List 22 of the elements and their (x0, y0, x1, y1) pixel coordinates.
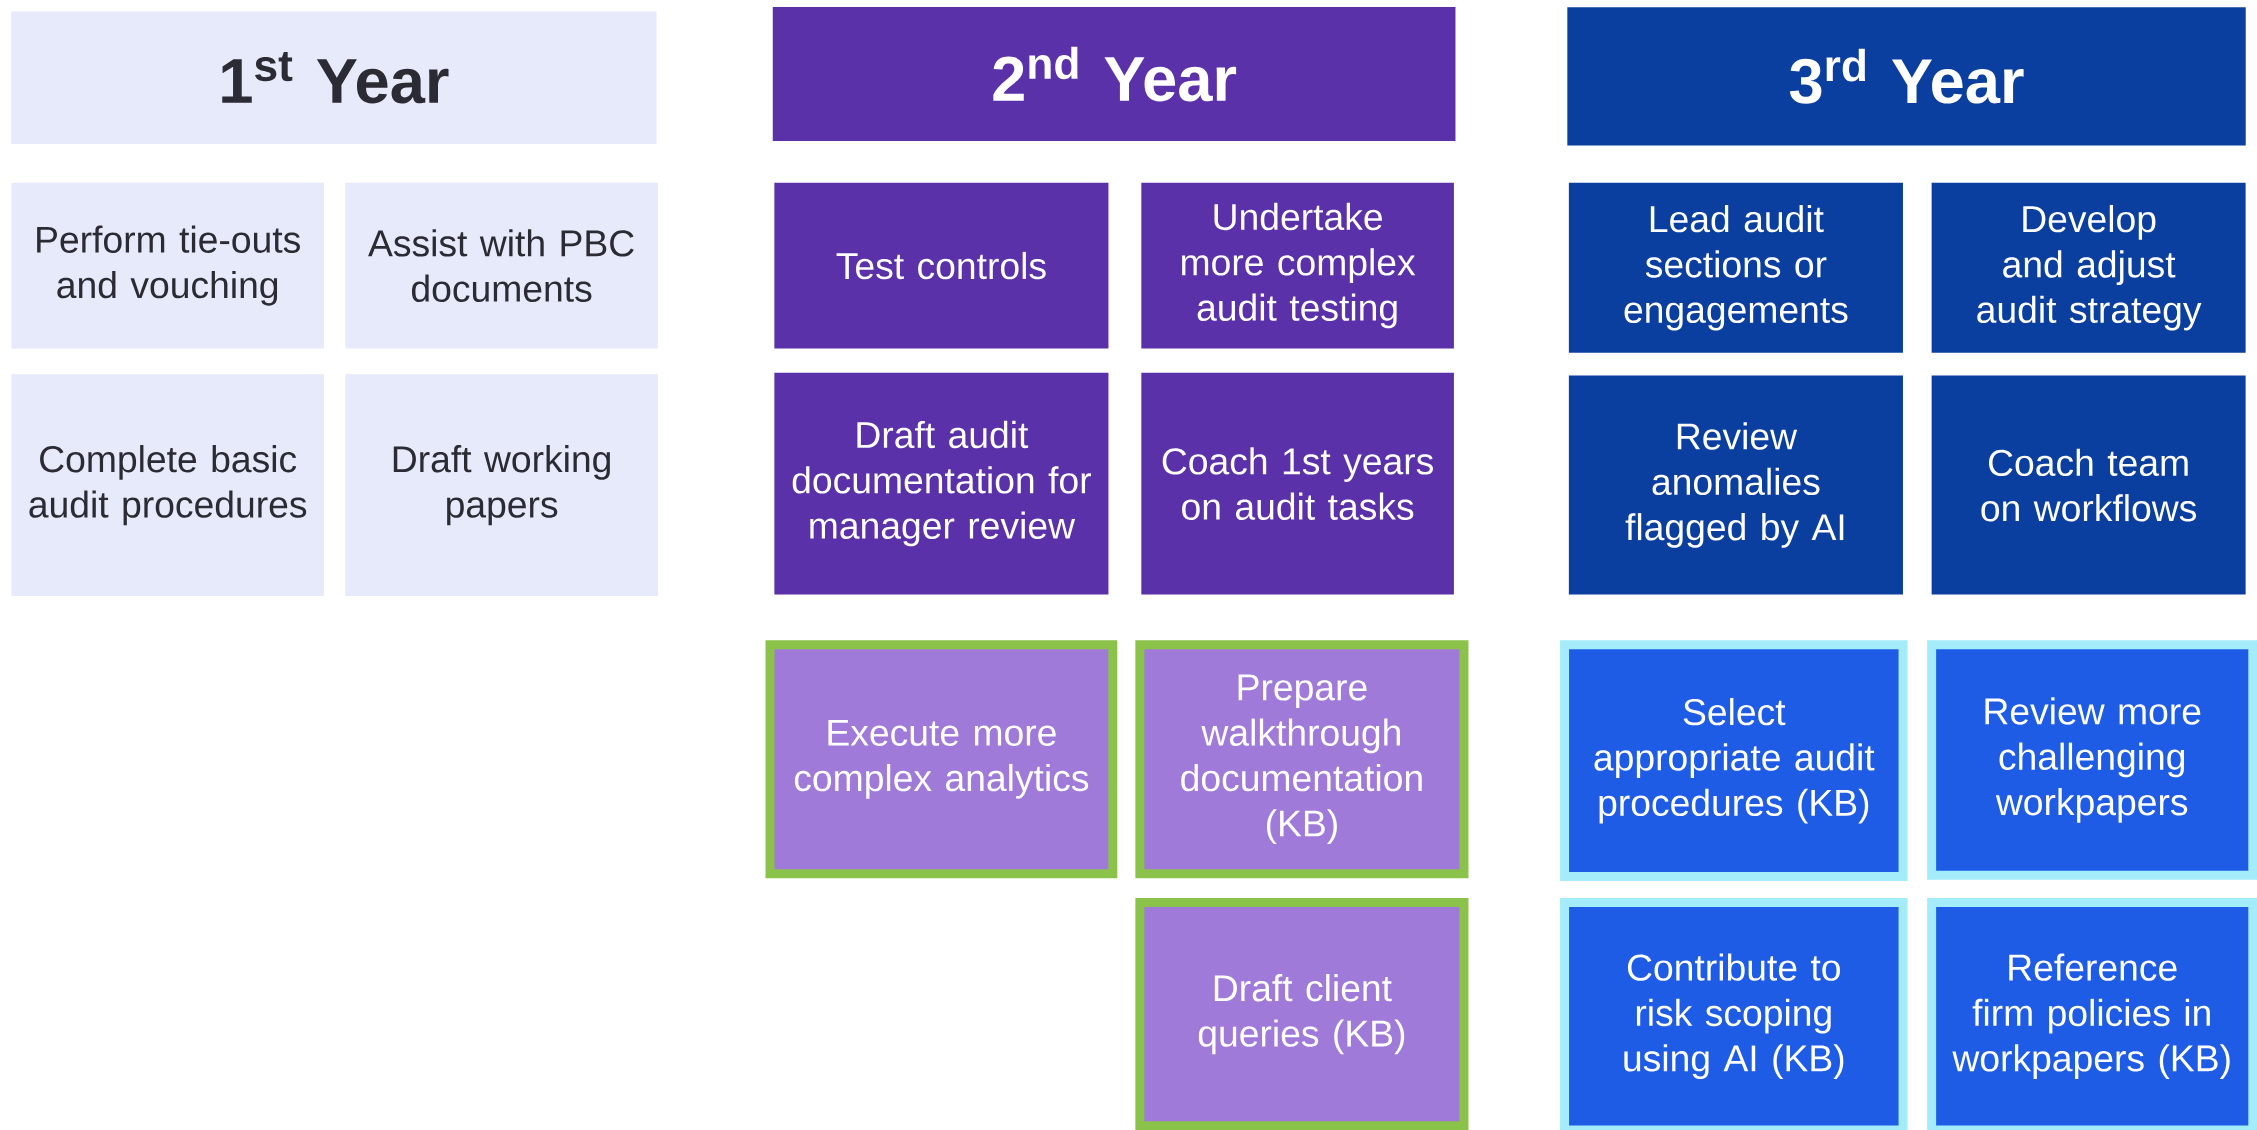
task-box: Execute more complex analytics (765, 640, 1118, 879)
task-box: Review anomalies flagged by AI (1568, 375, 1903, 595)
task-box: Select appropriate audit procedures (KB) (1560, 640, 1908, 882)
task-box: Draft audit documentation for manager review (774, 372, 1109, 595)
task-box: Draft client queries (KB) (1135, 898, 1469, 1130)
task-box: Coach team on workflows (1931, 375, 2246, 595)
task-box: Undertake more complex audit testing (1141, 182, 1454, 349)
task-box: Develop and adjust audit strategy (1931, 182, 2246, 353)
header-box: 3$^{rd}$ Year (1567, 7, 2246, 146)
task-box: Lead audit sections or engagements (1568, 182, 1903, 353)
task-box: Complete basic audit procedures (11, 374, 324, 596)
task-box: Test controls (774, 182, 1109, 349)
task-box: Reference firm policies in workpapers (KB) (1927, 897, 2257, 1130)
task-box: Prepare walkthrough documentation (KB) (1135, 640, 1469, 879)
task-box: Assist with PBC documents (345, 182, 658, 349)
header-box: 2$^{nd}$ Year (772, 7, 1456, 142)
task-box: Contribute to risk scoping using AI (KB) (1560, 897, 1908, 1130)
header-box: 1$^{st}$ Year (11, 11, 657, 144)
task-box: Review more challenging workpapers (1927, 640, 2257, 880)
task-box: Coach 1st years on audit tasks (1141, 372, 1454, 595)
task-box: Perform tie-outs and vouching (11, 182, 324, 349)
task-box: Draft working papers (345, 374, 658, 596)
